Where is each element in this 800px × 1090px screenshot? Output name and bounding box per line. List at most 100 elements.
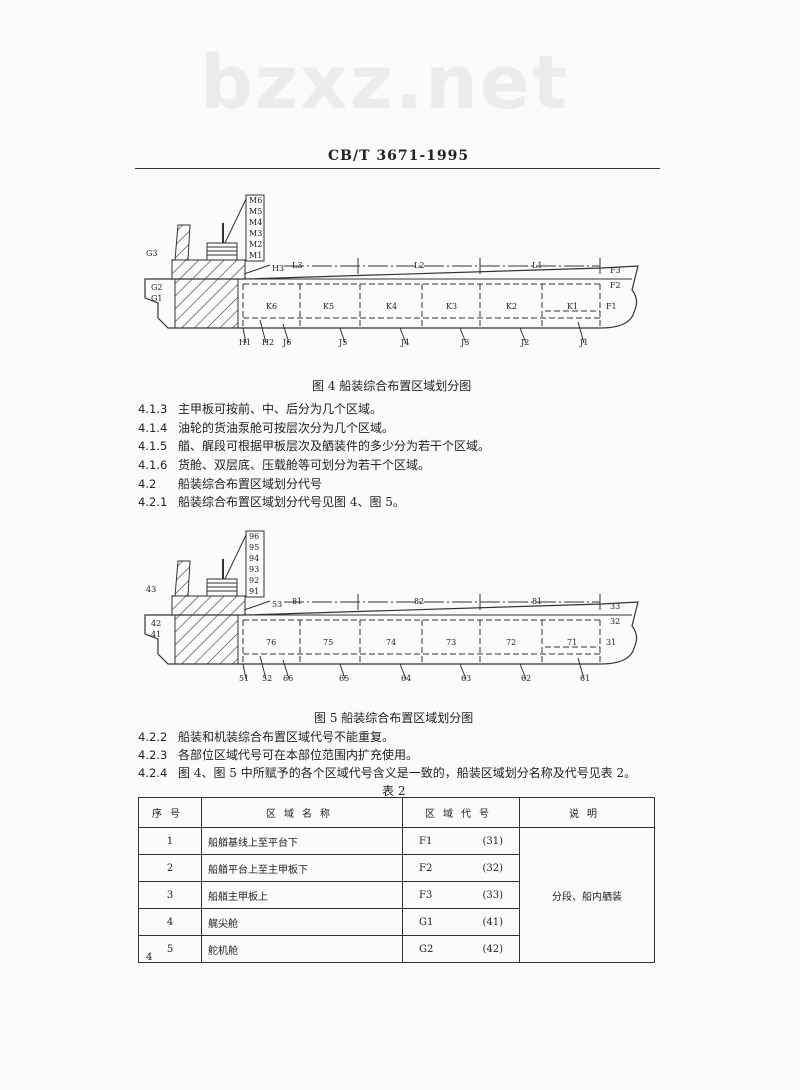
leader bbox=[243, 264, 271, 275]
poop-deck bbox=[171, 259, 246, 280]
leader bbox=[282, 659, 290, 680]
zone-label-J4: J4 bbox=[400, 338, 409, 347]
section-4-2-3: 4.2.3 各部位区域代号可在本部位范围内扩充使用。 bbox=[138, 746, 418, 763]
cell-no: 5 bbox=[138, 935, 202, 963]
zone-label-93: 93 bbox=[249, 565, 259, 574]
alt-code: (33) bbox=[482, 889, 503, 901]
section-number: 4.1.3 bbox=[138, 402, 168, 416]
zone-label-H2: H2 bbox=[262, 338, 274, 347]
leader bbox=[577, 657, 585, 680]
cell-no: 3 bbox=[138, 881, 202, 909]
zone-label-L2: L2 bbox=[414, 261, 424, 270]
header-note: 说明 bbox=[519, 797, 655, 828]
code: F1 bbox=[419, 835, 433, 847]
zone-label-81: 81 bbox=[292, 597, 302, 606]
leader bbox=[399, 663, 407, 680]
zone-label-51: 51 bbox=[239, 674, 249, 683]
zone-label-F1: F1 bbox=[606, 302, 617, 311]
zone-label-H1: H1 bbox=[239, 338, 251, 347]
watermark: bzxz.net bbox=[200, 40, 570, 126]
header-rule bbox=[135, 168, 660, 169]
poop-deck bbox=[171, 595, 246, 616]
code: G1 bbox=[419, 916, 434, 928]
leader bbox=[224, 534, 247, 580]
leader bbox=[259, 655, 267, 680]
cell-code: F3 (33) bbox=[402, 881, 520, 909]
section-4-1-4: 4.1.4 油轮的货油泵舱可按层次分为几个区域。 bbox=[138, 419, 394, 436]
cell-code: G1 (41) bbox=[402, 908, 520, 936]
leader bbox=[224, 198, 247, 244]
dashed-zones bbox=[243, 283, 600, 319]
zone-label-65: 65 bbox=[339, 674, 349, 683]
zone-label-J3: J3 bbox=[460, 338, 469, 347]
zone-label-M2: M2 bbox=[249, 240, 262, 249]
zone-label-G3: G3 bbox=[146, 249, 157, 258]
hull-outline bbox=[144, 265, 639, 329]
zone-label-42: 42 bbox=[151, 619, 161, 628]
zone-label-63: 63 bbox=[461, 674, 471, 683]
cell-no: 1 bbox=[138, 827, 202, 855]
table-row: 5 舵机舱 G2(42) bbox=[138, 935, 655, 963]
level-boxes bbox=[245, 194, 265, 262]
zone-label-81: 81 bbox=[532, 597, 542, 606]
zone-label-52: 52 bbox=[262, 674, 272, 683]
section-text: 货舱、双层底、压载舱等可划分为若干个区域。 bbox=[178, 458, 431, 472]
cell-name: 舵机舱 bbox=[201, 935, 403, 963]
leader bbox=[282, 323, 290, 344]
funnel bbox=[174, 224, 191, 261]
zone-label-L3: L3 bbox=[292, 261, 302, 270]
table-row: 4 艉尖舱 G1(41) bbox=[138, 908, 655, 936]
leader bbox=[242, 327, 247, 344]
table-row: 3 船艏主甲板上 F3(33) bbox=[138, 881, 655, 909]
section-number: 4.1.4 bbox=[138, 421, 168, 435]
header-code: 区域代号 bbox=[402, 797, 520, 828]
hull-outline bbox=[144, 601, 639, 665]
leader bbox=[459, 663, 467, 680]
section-text: 各部位区域代号可在本部位范围内扩充使用。 bbox=[178, 748, 419, 762]
zone-label-M5: M5 bbox=[249, 207, 262, 216]
cell-code: F2(32) bbox=[402, 854, 520, 882]
section-number: 4.2.3 bbox=[138, 748, 168, 762]
leader bbox=[339, 663, 346, 680]
alt-code: (42) bbox=[482, 943, 503, 955]
zone-label-76: 76 bbox=[266, 638, 276, 647]
section-text: 图 4、图 5 中所赋予的各个区域代号含义是一致的，船装区域划分名称及代号见表 … bbox=[178, 766, 637, 780]
leader bbox=[243, 600, 271, 611]
zone-label-73: 73 bbox=[446, 638, 456, 647]
zone-label-M4: M4 bbox=[249, 218, 262, 227]
alt-code: (41) bbox=[482, 916, 503, 928]
zone-label-F3: F3 bbox=[610, 266, 621, 275]
zone-label-31: 31 bbox=[606, 638, 616, 647]
zone-label-M1: M1 bbox=[249, 251, 262, 260]
zone-label-95: 95 bbox=[249, 543, 259, 552]
zone-label-K1: K1 bbox=[567, 302, 578, 311]
leader bbox=[399, 327, 407, 344]
leader bbox=[259, 319, 267, 344]
zone-label-K5: K5 bbox=[323, 302, 334, 311]
zone-label-96: 96 bbox=[249, 532, 259, 541]
cell-name: 船艏平台上至主甲板下 bbox=[201, 854, 403, 882]
section-text: 船装综合布置区域划分代号 bbox=[178, 477, 323, 491]
section-text: 船装和机装综合布置区域代号不能重复。 bbox=[178, 730, 395, 744]
zone-label-K6: K6 bbox=[266, 302, 277, 311]
cell-code: F1 (31) bbox=[402, 827, 520, 855]
leader bbox=[459, 327, 467, 344]
leader bbox=[519, 663, 527, 680]
alt-code: (31) bbox=[482, 835, 503, 847]
zone-label-92: 92 bbox=[249, 576, 259, 585]
table-row: 1 船艏基线上至平台下 F1(31)分段、船内舾装 bbox=[138, 827, 655, 963]
zone-label-53: 53 bbox=[272, 600, 282, 609]
section-text: 油轮的货油泵舱可按层次分为几个区域。 bbox=[178, 421, 395, 435]
code: F3 bbox=[419, 889, 433, 901]
leader bbox=[242, 663, 247, 680]
zone-label-J2: J2 bbox=[520, 338, 529, 347]
zone-label-F2: F2 bbox=[610, 281, 621, 290]
section-text: 主甲板可按前、中、后分为几个区域。 bbox=[178, 402, 383, 416]
section-number: 4.2.4 bbox=[138, 766, 168, 780]
